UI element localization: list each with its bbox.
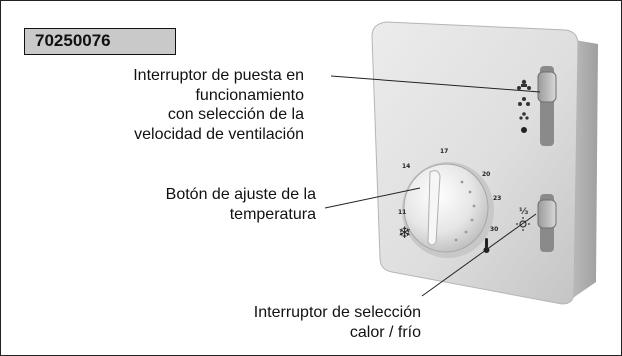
- dial-mark: 11: [398, 209, 406, 216]
- dial-mark: 17: [440, 148, 448, 155]
- snowflake-icon: ❄: [398, 223, 411, 242]
- fan-low-icon: [519, 112, 529, 120]
- cooling-mark-icon: ⅓: [519, 207, 528, 217]
- callout-line: Botón de ajuste de la: [165, 186, 316, 203]
- mode-switch-knob[interactable]: [537, 199, 557, 229]
- off-dot-icon: [521, 127, 527, 133]
- callout-line: temperatura: [229, 205, 316, 223]
- callout-line: calor / frío: [349, 323, 421, 341]
- callout-line: Interruptor de puesta en: [133, 67, 304, 84]
- callout-line: con selección de la: [167, 106, 304, 123]
- dial-mark: 20: [482, 171, 490, 178]
- callout-line: Interruptor de selección: [253, 304, 421, 321]
- dial-mark: 14: [402, 163, 410, 170]
- callout-fan-switch: Interruptor de puesta en funcionamiento …: [133, 66, 304, 144]
- callout-mode-switch: Interruptor de selección calor / frío: [254, 303, 421, 342]
- callout-temp-knob: Botón de ajuste de la temperatura: [166, 185, 316, 224]
- callout-line: velocidad de ventilación: [134, 125, 304, 143]
- temp-knob[interactable]: [403, 163, 489, 253]
- callout-line: funcionamiento: [195, 86, 304, 104]
- dial-mark: 30: [490, 226, 498, 233]
- product-code-label: 70250076: [24, 28, 176, 55]
- fan-medium-icon: [518, 97, 530, 106]
- fan-switch-knob[interactable]: [537, 71, 557, 103]
- dial-mark: 23: [493, 195, 501, 202]
